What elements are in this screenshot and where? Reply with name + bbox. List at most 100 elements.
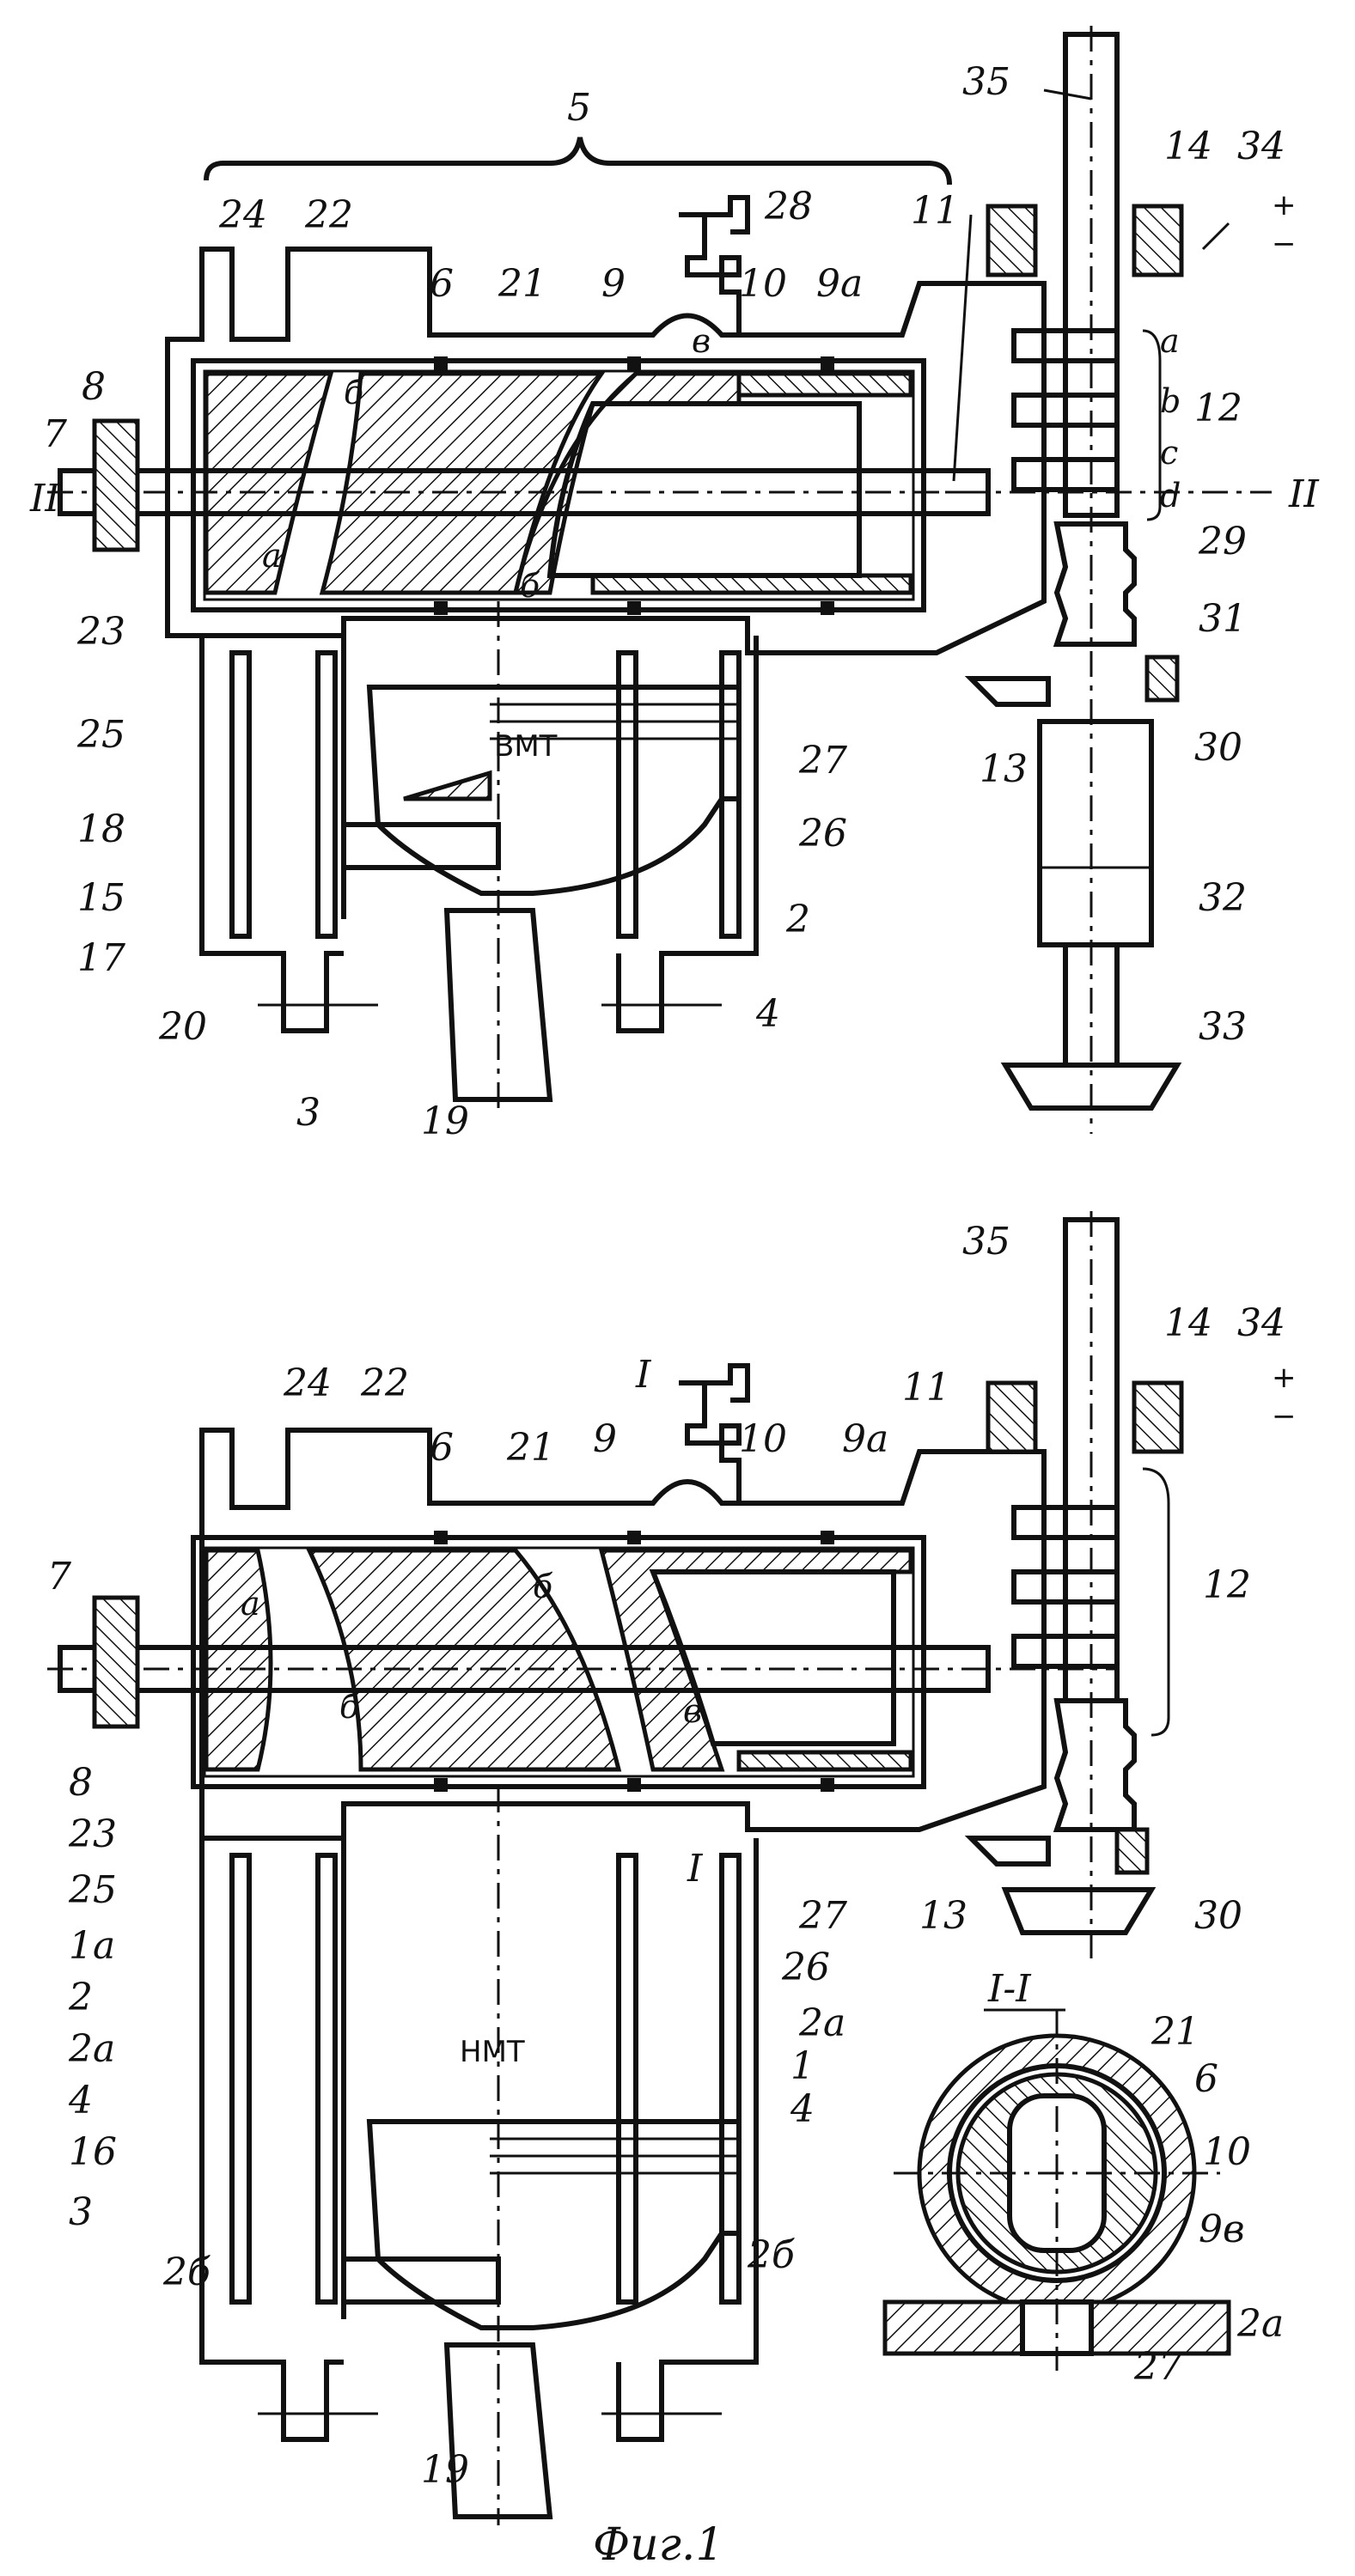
label-1-b: 1 bbox=[790, 2044, 815, 2088]
label-9-b: 9 bbox=[593, 1417, 617, 1461]
label-4-left: 4 bbox=[68, 2079, 93, 2122]
label-19-b: 19 bbox=[421, 2448, 469, 2492]
label-27-b: 27 bbox=[798, 1894, 847, 1938]
label-8: 8 bbox=[82, 365, 106, 409]
label-13-b: 13 bbox=[919, 1894, 967, 1938]
label-10-s: 10 bbox=[1203, 2130, 1251, 2174]
label-17: 17 bbox=[77, 936, 125, 980]
label-28: 28 bbox=[764, 185, 813, 228]
label-c: c bbox=[1160, 434, 1178, 472]
label-32: 32 bbox=[1199, 876, 1247, 920]
label-14-b: 14 bbox=[1164, 1301, 1212, 1345]
top-view bbox=[47, 26, 1272, 1134]
section-title: I-I bbox=[987, 1967, 1032, 2011]
label-19: 19 bbox=[421, 1099, 469, 1143]
piston bbox=[369, 687, 739, 893]
label-2a-s: 2а bbox=[1236, 2302, 1284, 2346]
label-23: 23 bbox=[76, 610, 125, 654]
figure-caption: Фиг.1 bbox=[593, 2519, 724, 2571]
label-12: 12 bbox=[1194, 387, 1242, 430]
label-16: 16 bbox=[69, 2130, 117, 2174]
label-2b-left: 2б bbox=[162, 2250, 211, 2294]
label-26: 26 bbox=[798, 812, 847, 856]
label-rot-b2: б bbox=[520, 567, 540, 605]
label-rot-b: б bbox=[344, 374, 364, 411]
label-26-b: 26 bbox=[781, 1946, 830, 1989]
label-21-b: 21 bbox=[506, 1426, 555, 1470]
label-9: 9 bbox=[601, 262, 626, 306]
piston-bottom bbox=[369, 2122, 739, 2328]
label-a: a bbox=[1160, 322, 1180, 360]
label-plus-b: + bbox=[1272, 1361, 1297, 1395]
label-I-b: I bbox=[635, 1353, 652, 1397]
label-13: 13 bbox=[980, 747, 1028, 791]
label-34: 34 bbox=[1237, 125, 1285, 168]
label-rot-a-b: а bbox=[241, 1585, 260, 1623]
coil-14-bottom bbox=[1134, 1383, 1181, 1452]
label-31: 31 bbox=[1199, 597, 1247, 641]
label-21: 21 bbox=[497, 262, 546, 306]
label-15: 15 bbox=[77, 876, 125, 920]
sleeve-32 bbox=[1040, 722, 1151, 945]
label-bmt: ВМТ bbox=[494, 729, 558, 764]
label-6: 6 bbox=[430, 262, 454, 306]
label-2-b: 2 bbox=[68, 1976, 93, 2019]
label-rot-v-b: в bbox=[683, 1692, 702, 1730]
label-33: 33 bbox=[1199, 1005, 1247, 1049]
label-II-right: II bbox=[1288, 472, 1320, 516]
label-d: d bbox=[1160, 477, 1181, 515]
label-rot-b-b: б bbox=[533, 1568, 553, 1605]
label-30: 30 bbox=[1194, 726, 1242, 770]
label-30-b: 30 bbox=[1194, 1894, 1242, 1938]
label-9a-b: 9а bbox=[842, 1417, 888, 1461]
knob-7 bbox=[95, 421, 137, 550]
label-3-b: 3 bbox=[69, 2190, 93, 2234]
label-27: 27 bbox=[798, 739, 847, 783]
gear-29 bbox=[1057, 524, 1134, 644]
cylinder-block bbox=[202, 636, 756, 1031]
label-20: 20 bbox=[158, 1005, 207, 1049]
label-5: 5 bbox=[567, 86, 591, 130]
label-rot-a: а bbox=[262, 537, 282, 575]
label-7-b: 7 bbox=[47, 1555, 71, 1599]
label-nmt: НМТ bbox=[460, 2035, 525, 2069]
label-7: 7 bbox=[43, 412, 67, 456]
section-I-I bbox=[885, 2010, 1229, 2371]
label-21-s: 21 bbox=[1151, 2010, 1199, 2054]
label-35-b: 35 bbox=[962, 1220, 1010, 1264]
label-12-b: 12 bbox=[1203, 1563, 1251, 1607]
label-34-b: 34 bbox=[1237, 1301, 1285, 1345]
label-35: 35 bbox=[962, 60, 1010, 104]
label-2a-left: 2а bbox=[68, 2027, 115, 2071]
label-rot-b2-b: б bbox=[339, 1688, 360, 1726]
label-4: 4 bbox=[755, 992, 780, 1036]
label-2b-right: 2б bbox=[747, 2233, 795, 2277]
label-6-s: 6 bbox=[1194, 2057, 1218, 2101]
label-25-b: 25 bbox=[68, 1868, 117, 1912]
label-plus: + bbox=[1272, 188, 1297, 222]
label-24-b: 24 bbox=[283, 1361, 332, 1405]
label-1a-b: 1а bbox=[69, 1924, 115, 1968]
label-25: 25 bbox=[76, 713, 125, 757]
label-29: 29 bbox=[1198, 520, 1247, 563]
label-2: 2 bbox=[785, 898, 810, 941]
label-11-b: 11 bbox=[902, 1366, 950, 1410]
label-4-right: 4 bbox=[790, 2087, 815, 2131]
label-rot-v: в bbox=[692, 322, 711, 360]
label-18: 18 bbox=[77, 807, 125, 851]
label-22-b: 22 bbox=[360, 1361, 409, 1405]
label-9v-s: 9в bbox=[1199, 2208, 1245, 2251]
label-23-b: 23 bbox=[68, 1812, 117, 1856]
label-27-s: 27 bbox=[1133, 2345, 1182, 2389]
knob-7-bottom bbox=[95, 1598, 137, 1726]
chamber-10 bbox=[550, 404, 859, 575]
label-I2-b: I bbox=[687, 1847, 704, 1891]
label-minus: − bbox=[1272, 227, 1297, 261]
label-10-b: 10 bbox=[739, 1417, 787, 1461]
label-b: b bbox=[1160, 382, 1181, 420]
label-22: 22 bbox=[304, 193, 353, 237]
label-3: 3 bbox=[296, 1091, 320, 1135]
label-14: 14 bbox=[1164, 125, 1212, 168]
coil-14 bbox=[1134, 206, 1181, 275]
